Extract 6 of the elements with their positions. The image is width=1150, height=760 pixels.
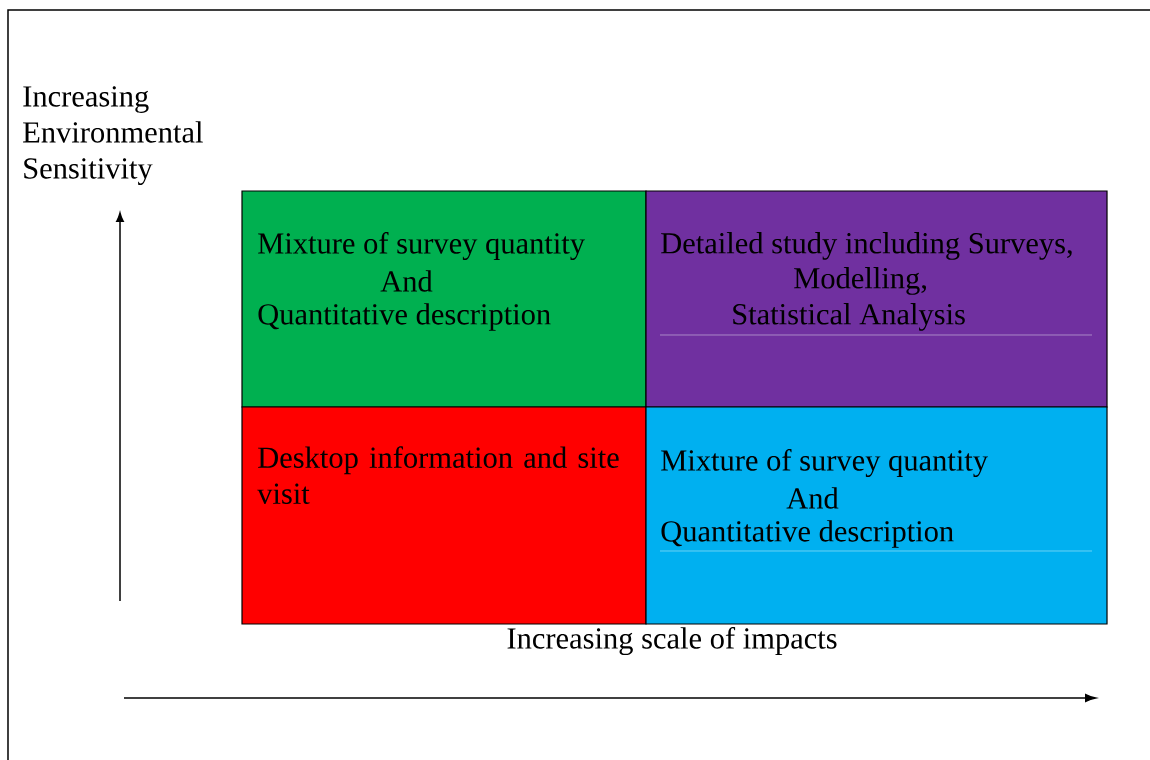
quadrant-box: Desktop information and site visit — [241, 406, 647, 625]
quadrant-box: Mixture of survey quantity And Quantitative description — [645, 406, 1108, 625]
axis-label: Increasing scale of impacts — [507, 626, 837, 656]
quadrant-box: Detailed study including Surveys, Modelling, Statistical Analysis — [645, 190, 1108, 408]
quadrant-box: Mixture of survey quantity And Quantitative description — [241, 190, 647, 408]
axis-label: Increasing Environmental Sensitivity — [23, 86, 203, 185]
